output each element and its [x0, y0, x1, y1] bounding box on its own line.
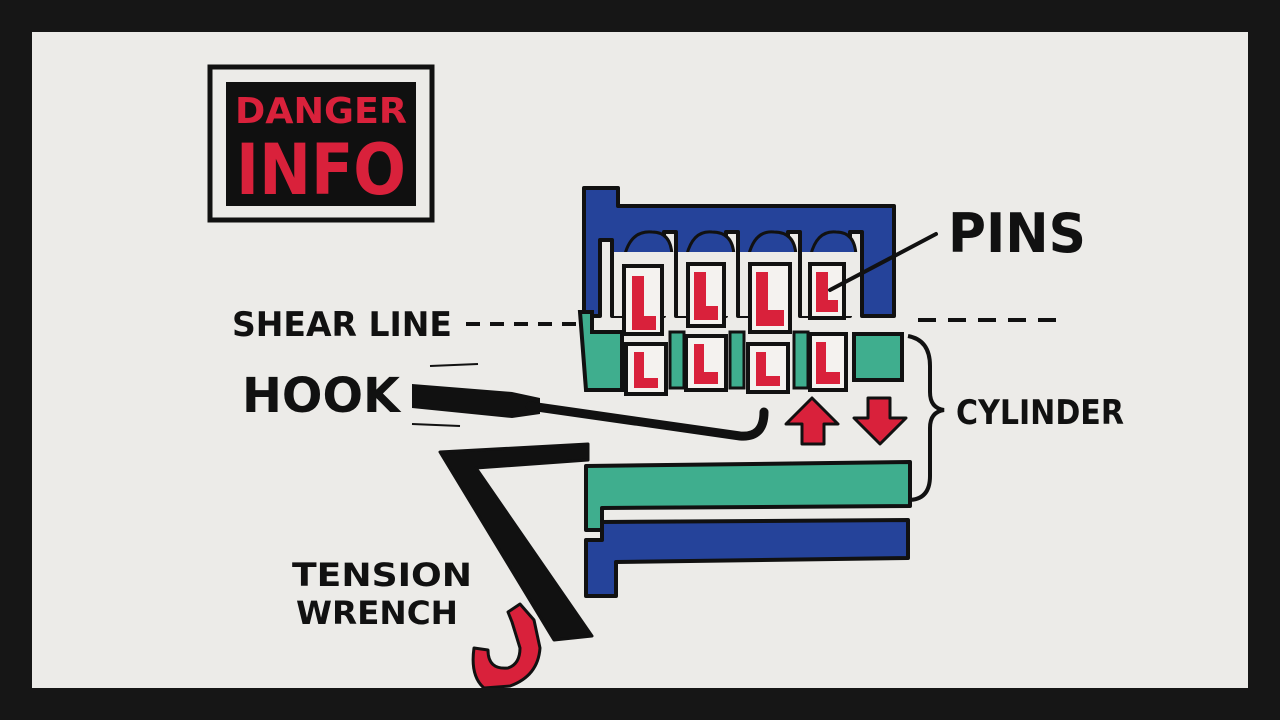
key-pin-3 [746, 342, 790, 394]
hook-label: HOOK [242, 368, 402, 424]
rotate-arrow-icon [471, 602, 542, 688]
key-pin-2 [684, 334, 728, 392]
arrow-up-icon [784, 396, 840, 446]
key-pin-1 [624, 342, 668, 396]
cylinder-label: CYLINDER [956, 393, 1124, 433]
cylinder-plug [577, 310, 904, 392]
driver-pins [622, 262, 846, 336]
key-pins [624, 332, 848, 396]
driver-pin-2 [686, 262, 726, 328]
arrow-down-icon [852, 396, 908, 446]
cylinder-bar [584, 460, 912, 532]
housing-bar [584, 518, 910, 598]
driver-pin-3 [748, 262, 792, 334]
pins-label: PINS [948, 202, 1086, 265]
lock-picking-diagram: DANGER INFO [207, 64, 1124, 688]
tension-wrench [438, 442, 594, 642]
cylinder-brace [907, 334, 945, 502]
pins-pointer [828, 232, 938, 292]
hook-pick [411, 363, 769, 441]
danger-info-logo: DANGER INFO [207, 64, 435, 223]
wrench-label: WRENCH [296, 594, 458, 632]
shear-line-label: SHEAR LINE [232, 305, 452, 345]
tension-label: TENSION [292, 556, 472, 594]
logo-info-text: INFO [236, 129, 406, 211]
driver-pin-4 [808, 262, 846, 320]
key-pin-4 [808, 332, 848, 392]
logo-danger-text: DANGER [235, 91, 407, 132]
driver-pin-1 [622, 264, 664, 336]
whiteboard: DANGER INFO [32, 32, 1248, 688]
shear-line [466, 318, 1066, 326]
